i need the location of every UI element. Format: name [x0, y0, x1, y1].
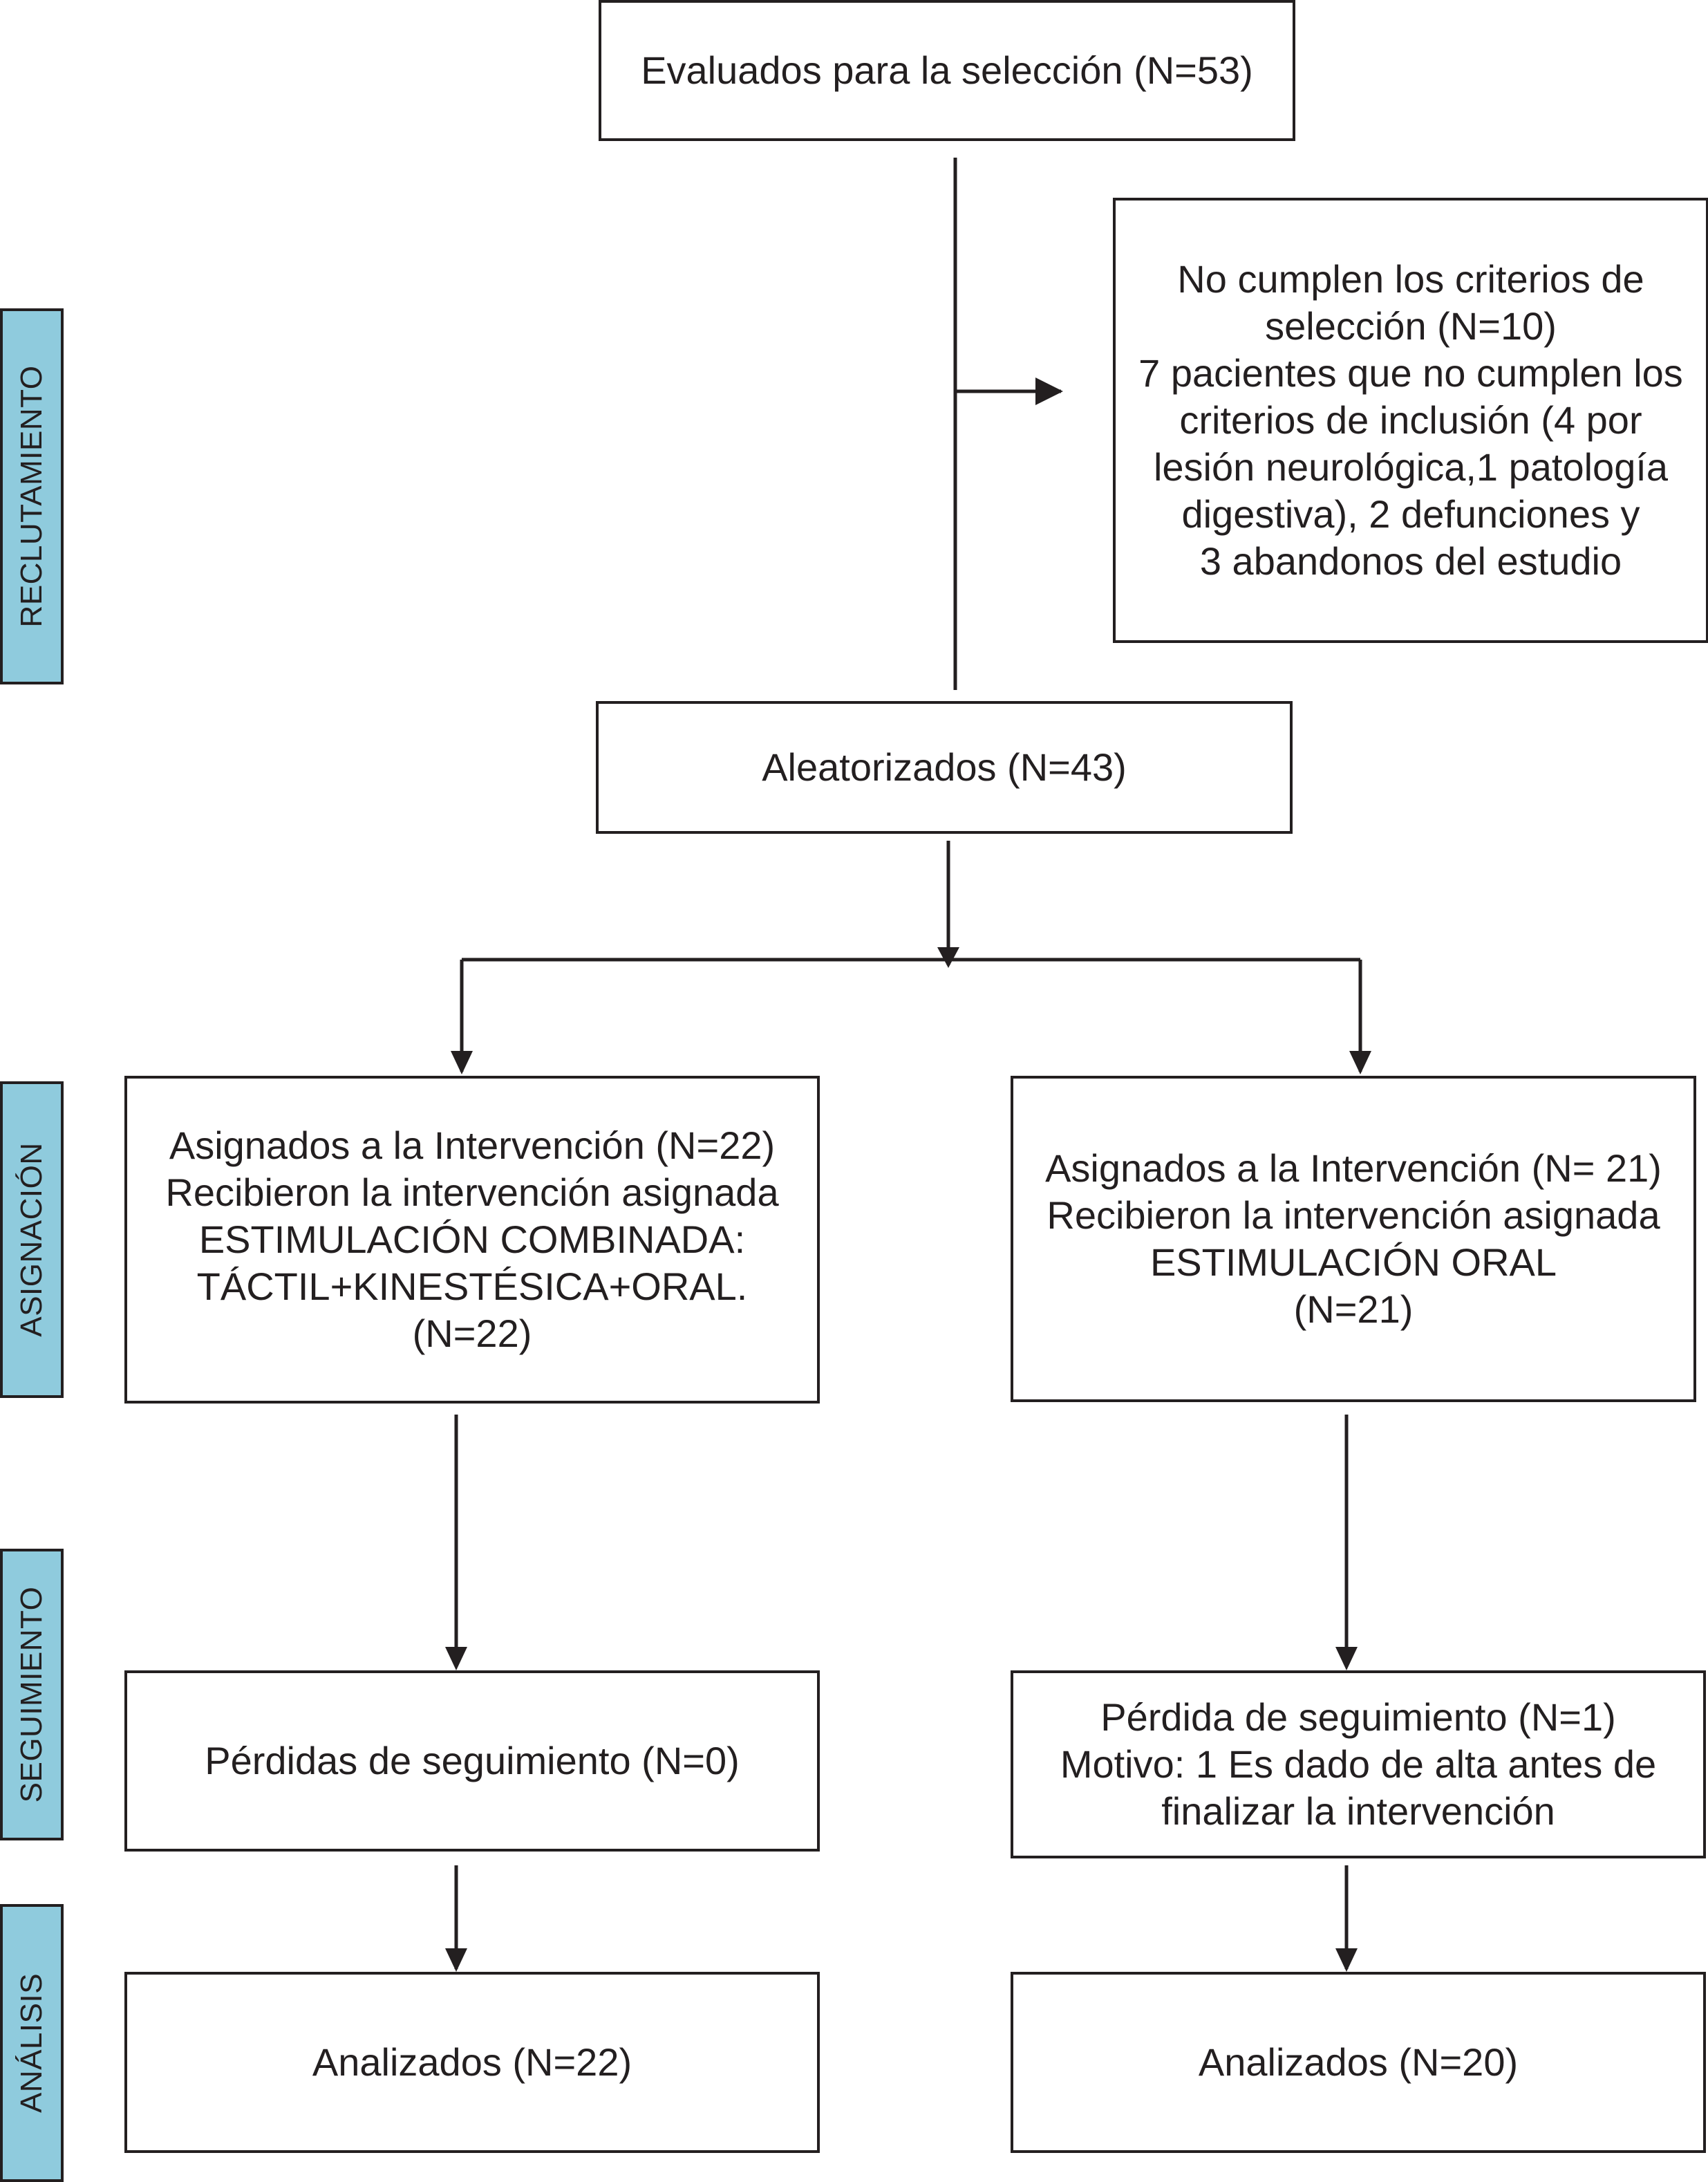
- excluded-line: 7 pacientes que no cumplen los: [1138, 351, 1683, 395]
- left-analysis-text: Analizados (N=22): [312, 2040, 632, 2084]
- right-followup-box: Pérdida de seguimiento (N=1) Motivo: 1 E…: [1011, 1670, 1706, 1858]
- arrowhead-left-analysis: [445, 1948, 467, 1972]
- excluded-line: No cumplen los criterios de: [1177, 257, 1644, 301]
- right-analysis-text: Analizados (N=20): [1198, 2040, 1519, 2084]
- phase-label-analysis-text: ANÁLISIS: [15, 1973, 48, 2114]
- right-allocation-box: Asignados a la Intervención (N= 21) Reci…: [1011, 1076, 1696, 1402]
- phase-label-allocation-text: ASIGNACIÓN: [15, 1142, 48, 1337]
- excluded-line: digestiva), 2 defunciones y: [1181, 492, 1640, 536]
- phase-label-followup: SEGUIMIENTO: [0, 1549, 64, 1840]
- arrowhead-left-followup: [445, 1647, 467, 1670]
- excluded-line: 3 abandonos del estudio: [1199, 539, 1622, 583]
- right-allocation-line: ESTIMULACIÓN ORAL: [1149, 1240, 1557, 1284]
- arrowhead-right-analysis: [1335, 1948, 1358, 1972]
- left-followup-box: Pérdidas de seguimiento (N=0): [124, 1670, 820, 1852]
- phase-label-recruitment-text: RECLUTAMIENTO: [15, 365, 48, 628]
- arrowhead-excluded: [1035, 377, 1063, 405]
- left-allocation-box: Asignados a la Intervención (N=22) Recib…: [124, 1076, 820, 1404]
- left-allocation-line: TÁCTIL+KINESTÉSICA+ORAL.: [196, 1265, 748, 1308]
- left-allocation-line: Asignados a la Intervención (N=22): [169, 1123, 776, 1167]
- phase-label-recruitment: RECLUTAMIENTO: [0, 308, 64, 684]
- right-followup-line: Pérdida de seguimiento (N=1): [1100, 1695, 1616, 1739]
- arrowhead-right-alloc: [1349, 1051, 1371, 1074]
- excluded-line: selección (N=10): [1265, 304, 1557, 348]
- arrowhead-split: [937, 947, 959, 968]
- right-followup-line: finalizar la intervención: [1161, 1789, 1555, 1833]
- phase-label-allocation: ASIGNACIÓN: [0, 1081, 64, 1398]
- left-followup-text: Pérdidas de seguimiento (N=0): [205, 1739, 740, 1782]
- left-allocation-line: (N=22): [412, 1312, 532, 1355]
- right-allocation-line: Asignados a la Intervención (N= 21): [1045, 1146, 1662, 1190]
- arrowhead-right-followup: [1335, 1647, 1358, 1670]
- excluded-line: lesión neurológica,1 patología: [1153, 445, 1669, 489]
- right-analysis-box: Analizados (N=20): [1011, 1972, 1706, 2153]
- phase-label-followup-text: SEGUIMIENTO: [15, 1586, 48, 1803]
- assessed-text: Evaluados para la selección (N=53): [641, 48, 1253, 92]
- right-followup-line: Motivo: 1 Es dado de alta antes de: [1060, 1742, 1657, 1786]
- left-allocation-line: Recibieron la intervención asignada: [165, 1171, 779, 1214]
- right-allocation-line: Recibieron la intervención asignada: [1047, 1193, 1660, 1237]
- excluded-line: criterios de inclusión (4 por: [1179, 398, 1642, 442]
- left-analysis-box: Analizados (N=22): [124, 1972, 820, 2153]
- right-allocation-line: (N=21): [1293, 1287, 1414, 1331]
- randomized-text: Aleatorizados (N=43): [762, 745, 1127, 789]
- excluded-box: No cumplen los criterios de selección (N…: [1113, 198, 1708, 643]
- arrowhead-left-alloc: [451, 1051, 473, 1074]
- phase-label-analysis: ANÁLISIS: [0, 1904, 64, 2182]
- randomized-box: Aleatorizados (N=43): [596, 701, 1293, 834]
- left-allocation-line: ESTIMULACIÓN COMBINADA:: [198, 1218, 746, 1261]
- assessed-box: Evaluados para la selección (N=53): [599, 0, 1295, 141]
